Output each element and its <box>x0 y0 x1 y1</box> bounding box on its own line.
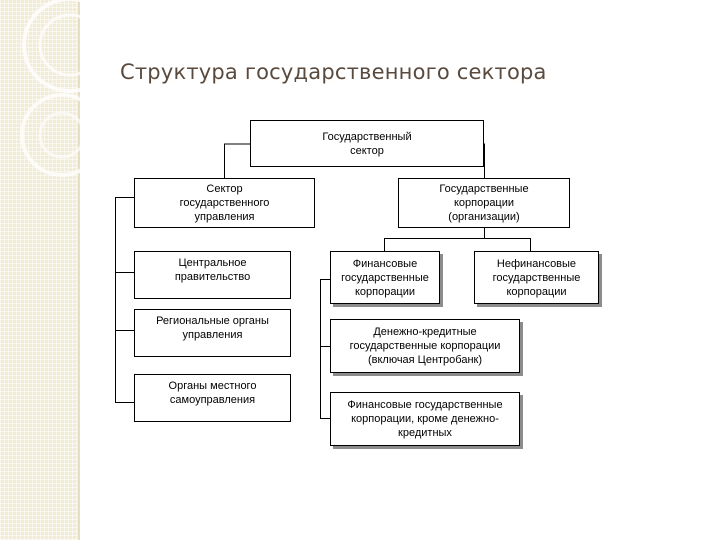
regional-authorities-box: Региональные органы управления <box>134 309 291 357</box>
nonfinancial-corporations-label: Нефинансовые государственные корпорации <box>492 257 581 298</box>
regional-authorities-label: Региональные органы управления <box>156 315 269 341</box>
decorative-circles <box>20 0 118 177</box>
financial-corporations-label: Финансовые государственные корпорации <box>341 257 429 298</box>
government-sector-box: Сектор государственного управления <box>134 178 315 228</box>
government-sector-label: Сектор государственного управления <box>179 183 270 223</box>
connector-root-left <box>224 143 251 178</box>
connector-financial-bracket <box>320 279 330 419</box>
other-financial-corporations-label: Финансовые государственные корпорации, к… <box>347 399 503 439</box>
page-title: Структура государственного сектора <box>120 60 547 84</box>
central-government-box: Центральное правительство <box>134 251 291 299</box>
connector-left-bracket <box>115 197 134 403</box>
connector-right-split <box>384 228 531 251</box>
decorative-divider <box>78 0 80 540</box>
financial-corporations-box: Финансовые государственные корпорации <box>330 251 440 304</box>
local-self-government-box: Органы местного самоуправления <box>134 374 291 422</box>
state-corporations-label: Государственные корпорации (организации) <box>439 183 529 223</box>
root-box: Государственный сектор <box>250 120 484 167</box>
local-self-government-label: Органы местного самоуправления <box>168 380 257 406</box>
nonfinancial-corporations-box: Нефинансовые государственные корпорации <box>474 251 599 304</box>
monetary-corporations-label: Денежно-кредитные государственные корпор… <box>349 326 501 366</box>
central-government-label: Центральное правительство <box>174 257 251 283</box>
other-financial-corporations-box: Финансовые государственные корпорации, к… <box>330 392 520 446</box>
root-label: Государственный сектор <box>322 130 412 157</box>
monetary-corporations-box: Денежно-кредитные государственные корпор… <box>330 319 520 373</box>
state-corporations-box: Государственные корпорации (организации) <box>398 178 570 228</box>
